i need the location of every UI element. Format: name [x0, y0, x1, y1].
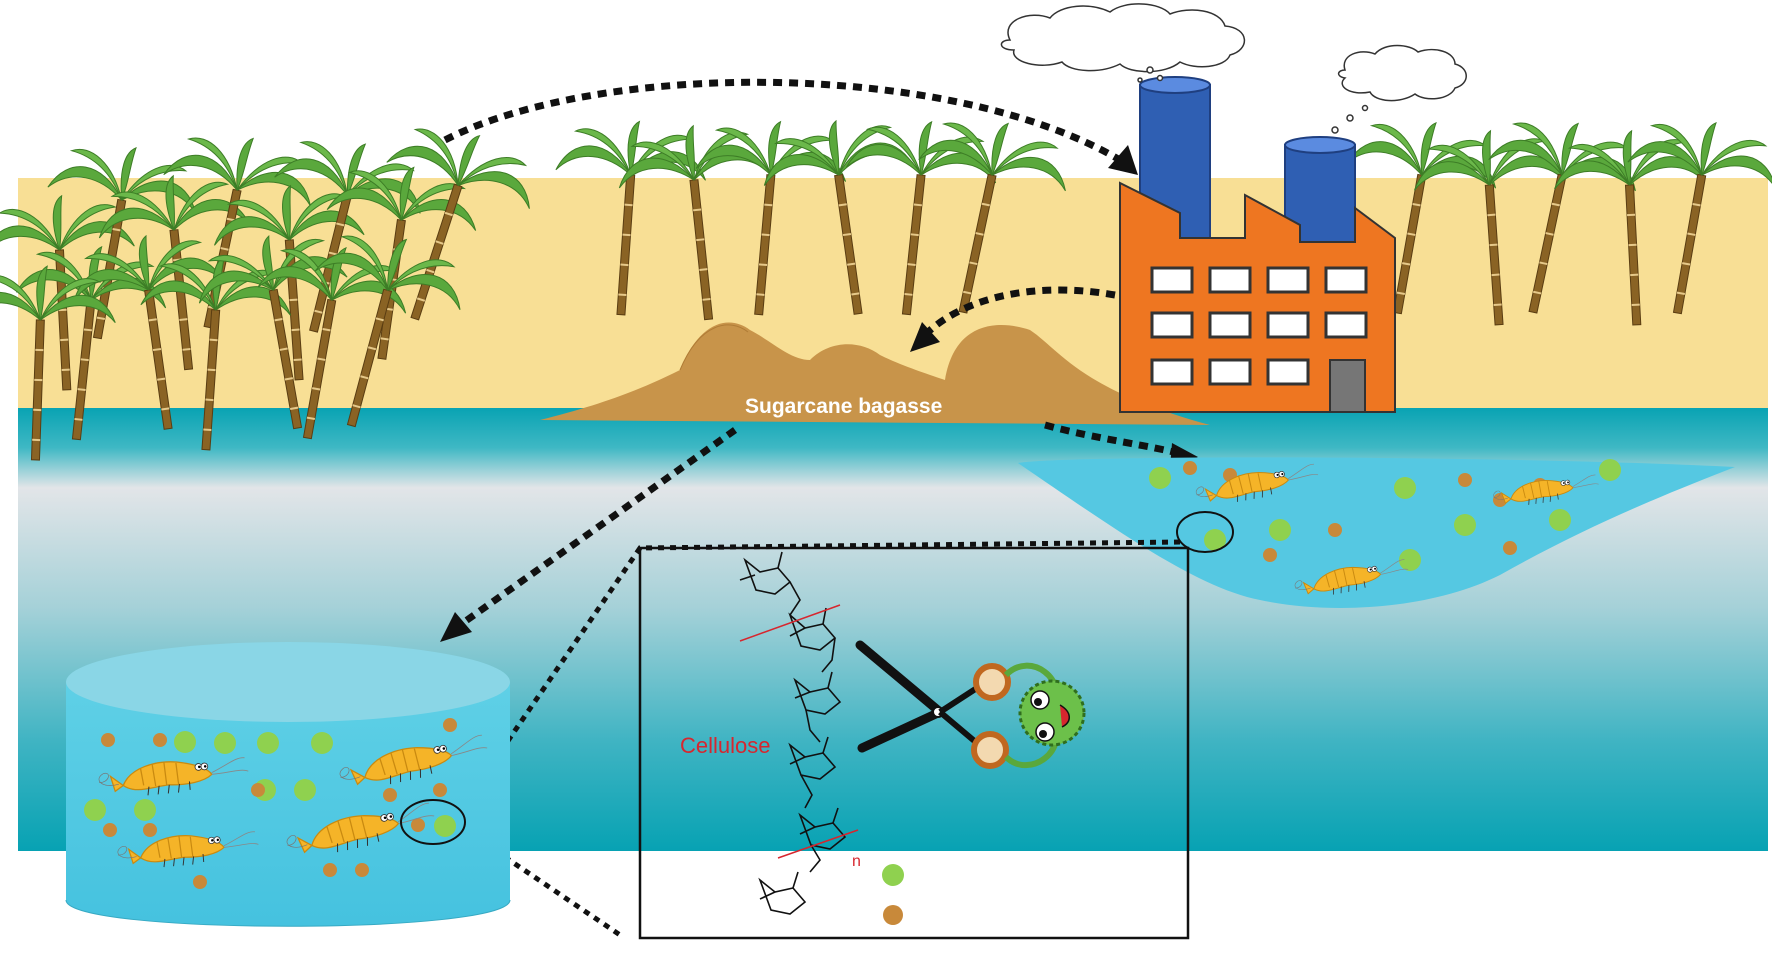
bagasse-pile: Sugarcane bagasse: [540, 322, 1210, 425]
zoom-frame: [638, 546, 1190, 940]
legend-bagasse-swatch: [883, 905, 903, 925]
arrow-bagasse-to-tank: [457, 427, 738, 628]
cellulose-label: Cellulose: [680, 733, 771, 758]
cellulose-repeat-n: n: [852, 853, 861, 870]
cellulose-bracket-lines: [739, 604, 859, 859]
legend-bagasse-label: Sugarcane bagasse: [915, 905, 1112, 928]
legend: Cellulolytic bacteria Sugarcane bagasse: [882, 864, 1114, 928]
factory-icon: [1119, 76, 1396, 413]
bacteria-icon: [1003, 662, 1086, 769]
legend-bacteria-swatch: [882, 864, 904, 886]
cellulose-molecule-icon: [739, 551, 847, 915]
bagasse-pile-label: Sugarcane bagasse: [745, 395, 942, 418]
shrimp-pond: [1018, 457, 1735, 608]
zoom-box: Cellulose n Cellulolytic bacteria: [638, 546, 1190, 940]
shrimp-tank: [65, 642, 511, 927]
legend-bacteria-label: Cellulolytic bacteria: [915, 865, 1114, 888]
arrow-factory-to-bagasse: [922, 286, 1116, 338]
arrow-field-to-factory: [443, 78, 1122, 164]
tank-zoom-circle: [400, 799, 466, 845]
pond-zoom-circle: [1176, 511, 1234, 553]
scissors-icon: [855, 640, 1011, 769]
cloud-icon: [1000, 3, 1467, 134]
